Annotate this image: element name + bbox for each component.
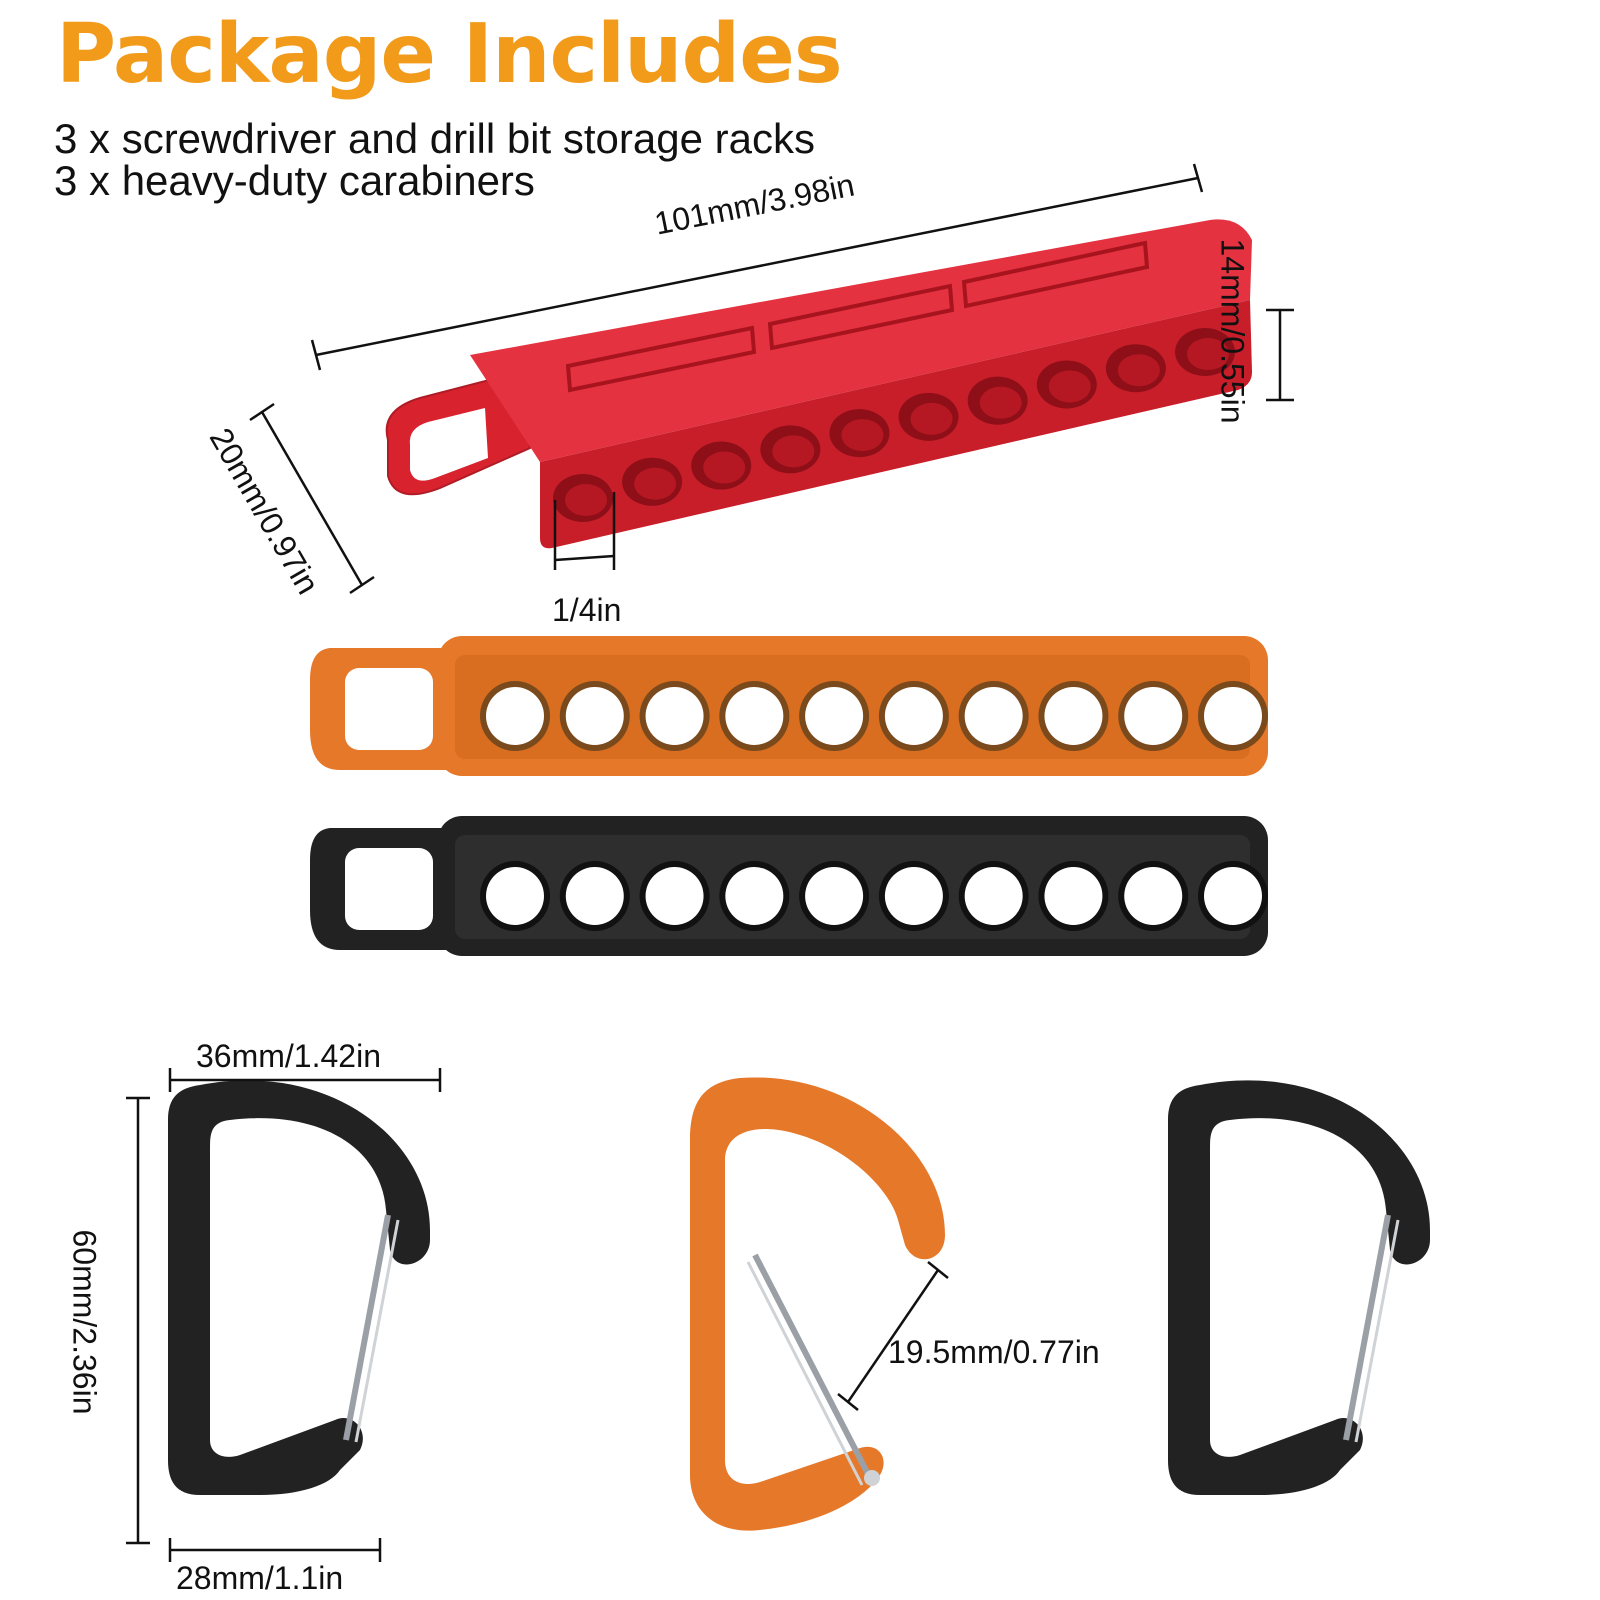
rack-height-label: 14mm/0.55in: [1214, 238, 1251, 424]
hole-size-label: 1/4in: [552, 592, 622, 628]
carabiner-width-label: 36mm/1.42in: [196, 1038, 381, 1074]
red-rack-hole-inner: [634, 467, 677, 500]
rack-hole: [1204, 867, 1262, 925]
rack-hole: [964, 867, 1023, 925]
red-rack-hole-inner: [565, 484, 607, 516]
carabiner-base-label: 28mm/1.1in: [176, 1560, 344, 1596]
carabiner-height-label: 60mm/2.36in: [66, 1229, 103, 1415]
rack-hole: [1124, 687, 1183, 745]
carabiner-left: [168, 1080, 430, 1495]
package-line-racks: 3 x screwdriver and drill bit storage ra…: [54, 115, 815, 162]
red-rack-hole-inner: [1117, 354, 1160, 387]
black-storage-rack: [310, 816, 1268, 956]
black-rack-holes: [480, 861, 1268, 931]
rack-hole: [565, 687, 624, 745]
rack-hole: [725, 687, 784, 745]
orange-storage-rack: [310, 636, 1268, 776]
red-rack-hole-inner: [772, 435, 815, 468]
rack-hole: [1044, 867, 1103, 925]
red-rack-top-face: [470, 219, 1252, 462]
rack-hole: [1044, 687, 1103, 745]
rack-hole: [884, 687, 943, 745]
page-title: Package Includes: [56, 7, 843, 102]
red-rack-hole-inner: [703, 451, 746, 484]
carabiner-middle: [690, 1077, 945, 1531]
red-rack-hole-inner: [1048, 370, 1091, 403]
package-line-carabiners: 3 x heavy-duty carabiners: [54, 157, 535, 204]
orange-rack-holes: [480, 681, 1268, 751]
rack-hole: [565, 867, 624, 925]
rack-hole: [486, 867, 544, 925]
rack-hole: [805, 687, 864, 745]
rack-hole: [645, 687, 704, 745]
rack-hole: [1124, 867, 1183, 925]
rack-hole: [1204, 687, 1262, 745]
red-rack-hole-inner: [841, 419, 884, 452]
rack-hole: [884, 867, 943, 925]
rack-hole: [486, 687, 544, 745]
rack-hole: [645, 867, 704, 925]
rack-hole: [725, 867, 784, 925]
red-rack-holes: [553, 328, 1235, 522]
red-storage-rack: [385, 219, 1252, 549]
carabiner-right: [1168, 1080, 1430, 1495]
rack-hole: [964, 687, 1023, 745]
red-rack-hole-inner: [979, 386, 1022, 419]
red-rack-hole-inner: [910, 402, 953, 435]
red-rack-hole-inner: [1187, 338, 1229, 370]
dimension-lines: [126, 163, 1294, 1562]
carabiner-gate-label: 19.5mm/0.77in: [888, 1334, 1100, 1370]
rack-hole: [805, 867, 864, 925]
